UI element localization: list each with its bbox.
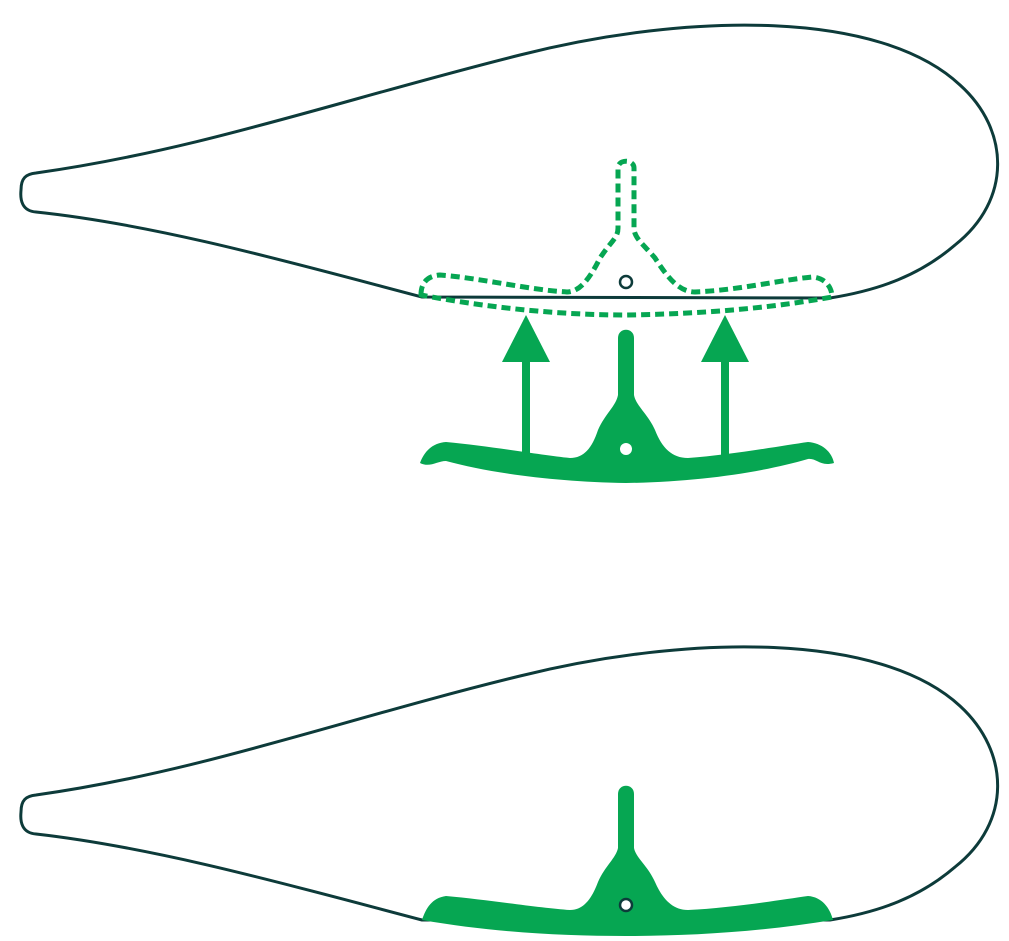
pin-hole-insert [620,443,632,455]
airfoil-outline-top [19,23,1000,300]
insert-target-dashed [418,158,835,318]
insert-piece [420,329,834,483]
pin-hole-installed [618,897,634,913]
top-panel [19,23,1000,483]
arrow-up-icon [701,315,749,455]
arrow-up-icon [502,315,550,455]
pin-hole-target [618,274,634,290]
bottom-panel [19,645,1000,936]
insert-installed [422,785,833,936]
airfoil-outline-bottom [19,645,1000,922]
